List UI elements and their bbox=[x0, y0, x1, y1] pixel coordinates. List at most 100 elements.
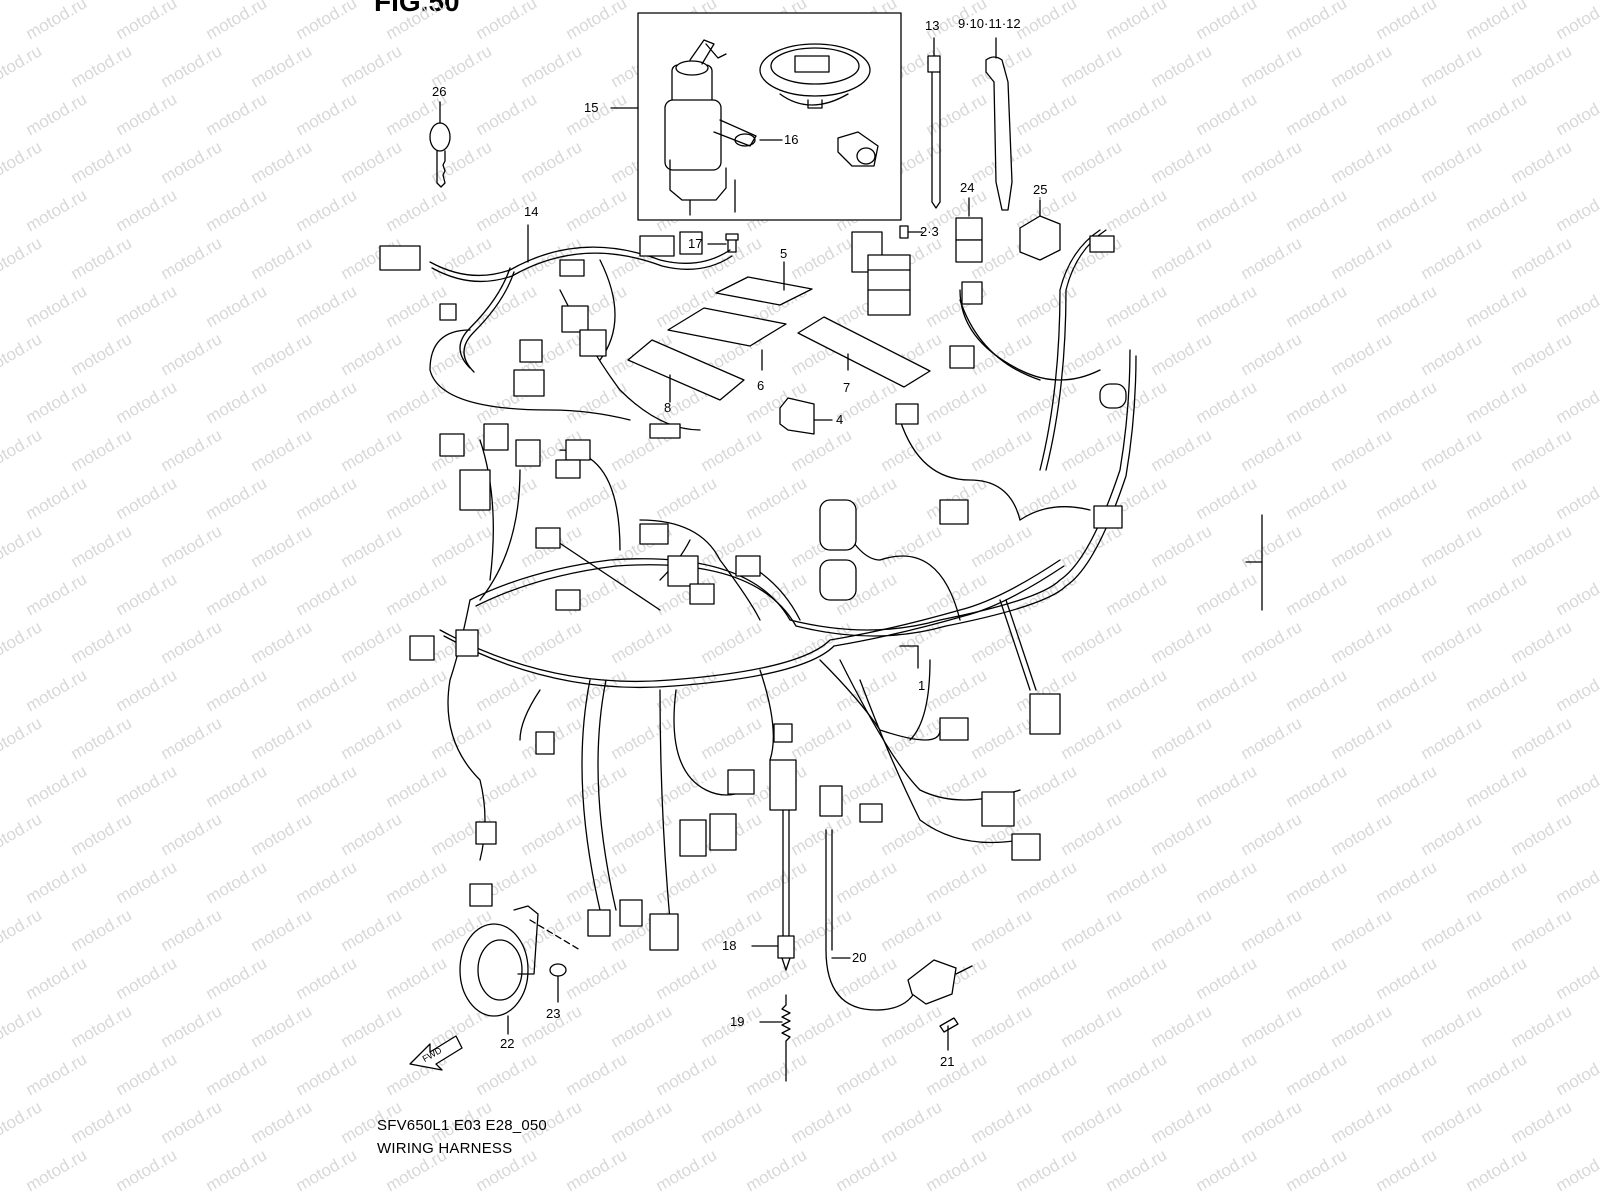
watermark-text: motod.ru bbox=[1103, 953, 1171, 1003]
watermark-text: motod.ru bbox=[203, 761, 271, 811]
watermark-text: motod.ru bbox=[1013, 1049, 1081, 1099]
bolt-23 bbox=[549, 963, 567, 1003]
watermark-text: motod.ru bbox=[1463, 1049, 1531, 1099]
pad-5 bbox=[715, 261, 813, 306]
watermark-text: motod.ru bbox=[608, 1097, 676, 1147]
watermark-text: motod.ru bbox=[1238, 617, 1306, 667]
watermark-text: motod.ru bbox=[1553, 185, 1600, 235]
watermark-text: motod.ru bbox=[1463, 1145, 1531, 1195]
watermark-text: motod.ru bbox=[428, 233, 496, 283]
watermark-text: motod.ru bbox=[113, 1049, 181, 1099]
watermark-text: motod.ru bbox=[1553, 857, 1600, 907]
watermark-text: motod.ru bbox=[158, 521, 226, 571]
watermark-text: motod.ru bbox=[1013, 0, 1081, 43]
watermark-text: motod.ru bbox=[743, 1049, 811, 1099]
watermark-text: motod.ru bbox=[473, 1049, 541, 1099]
watermark-text: motod.ru bbox=[1238, 521, 1306, 571]
watermark-text: motod.ru bbox=[563, 377, 631, 427]
watermark-text: motod.ru bbox=[833, 1145, 901, 1195]
watermark-text: motod.ru bbox=[1193, 569, 1261, 619]
watermark-text: motod.ru bbox=[203, 89, 271, 139]
watermark-text: motod.ru bbox=[23, 953, 91, 1003]
forward-arrow bbox=[409, 1035, 463, 1071]
watermark-text: motod.ru bbox=[1058, 809, 1126, 859]
watermark-text: motod.ru bbox=[68, 617, 136, 667]
watermark-text: motod.ru bbox=[1148, 521, 1216, 571]
watermark-text: motod.ru bbox=[833, 665, 901, 715]
watermark-text: motod.ru bbox=[293, 89, 361, 139]
watermark-text: motod.ru bbox=[0, 617, 45, 667]
watermark-text: motod.ru bbox=[1328, 329, 1396, 379]
watermark-text: motod.ru bbox=[743, 857, 811, 907]
callout-c25: 25 bbox=[1033, 182, 1047, 197]
watermark-text: motod.ru bbox=[1463, 0, 1531, 43]
watermark-text: motod.ru bbox=[1103, 89, 1171, 139]
watermark-text: motod.ru bbox=[203, 1145, 271, 1195]
watermark-text: motod.ru bbox=[23, 665, 91, 715]
watermark-text: motod.ru bbox=[923, 665, 991, 715]
watermark-text: motod.ru bbox=[0, 521, 45, 571]
bolt-21 bbox=[939, 1017, 959, 1051]
watermark-text: motod.ru bbox=[248, 137, 316, 187]
watermark-text: motod.ru bbox=[878, 905, 946, 955]
cable-tie-13 bbox=[927, 37, 941, 209]
watermark-text: motod.ru bbox=[1283, 665, 1351, 715]
watermark-text: motod.ru bbox=[1148, 713, 1216, 763]
watermark-text: motod.ru bbox=[293, 0, 361, 43]
watermark-text: motod.ru bbox=[608, 617, 676, 667]
watermark-text: motod.ru bbox=[1283, 89, 1351, 139]
bracket-4 bbox=[779, 397, 833, 435]
watermark-text: motod.ru bbox=[1148, 233, 1216, 283]
watermark-text: motod.ru bbox=[563, 761, 631, 811]
watermark-text: motod.ru bbox=[473, 89, 541, 139]
model-code: SFV650L1 E03 E28_050 bbox=[377, 1117, 547, 1134]
watermark-text: motod.ru bbox=[0, 1097, 45, 1147]
watermark-text: motod.ru bbox=[518, 137, 586, 187]
watermark-text: motod.ru bbox=[23, 569, 91, 619]
watermark-text: motod.ru bbox=[0, 137, 45, 187]
watermark-text: motod.ru bbox=[698, 233, 766, 283]
horn-mount-dash bbox=[529, 919, 581, 951]
watermark-text: motod.ru bbox=[1508, 425, 1576, 475]
watermark-text: motod.ru bbox=[1238, 41, 1306, 91]
watermark-text: motod.ru bbox=[1148, 905, 1216, 955]
watermark-text: motod.ru bbox=[23, 185, 91, 235]
watermark-text: motod.ru bbox=[1508, 1001, 1576, 1051]
watermark-text: motod.ru bbox=[1058, 1097, 1126, 1147]
watermark-text: motod.ru bbox=[1238, 137, 1306, 187]
callout-c20: 20 bbox=[852, 950, 866, 965]
watermark-text: motod.ru bbox=[293, 1049, 361, 1099]
watermark-text: motod.ru bbox=[248, 233, 316, 283]
watermark-text: motod.ru bbox=[653, 1145, 721, 1195]
watermark-text: motod.ru bbox=[248, 425, 316, 475]
watermark-text: motod.ru bbox=[1148, 425, 1216, 475]
watermark-text: motod.ru bbox=[788, 617, 856, 667]
watermark-text: motod.ru bbox=[158, 41, 226, 91]
watermark-text: motod.ru bbox=[1553, 665, 1600, 715]
callout-c2_3: 2·3 bbox=[920, 224, 939, 239]
watermark-text: motod.ru bbox=[1238, 809, 1306, 859]
watermark-text: motod.ru bbox=[23, 1049, 91, 1099]
watermark-text: motod.ru bbox=[1283, 857, 1351, 907]
seat-lock-cylinder bbox=[837, 131, 879, 167]
watermark-text: motod.ru bbox=[0, 713, 45, 763]
watermark-text: motod.ru bbox=[1373, 857, 1441, 907]
cable-tie-clamp-9-12 bbox=[985, 37, 1013, 211]
watermark-text: motod.ru bbox=[1373, 0, 1441, 43]
watermark-text: motod.ru bbox=[383, 185, 451, 235]
callout-c8: 8 bbox=[664, 400, 671, 415]
watermark-text: motod.ru bbox=[1193, 89, 1261, 139]
watermark-text: motod.ru bbox=[68, 521, 136, 571]
callout-c22: 22 bbox=[500, 1036, 514, 1051]
switch-18 bbox=[751, 809, 795, 971]
watermark-text: motod.ru bbox=[653, 665, 721, 715]
watermark-text: motod.ru bbox=[1328, 137, 1396, 187]
fuse-clip bbox=[899, 225, 923, 239]
watermark-text: motod.ru bbox=[428, 521, 496, 571]
watermark-text: motod.ru bbox=[1463, 761, 1531, 811]
watermark-text: motod.ru bbox=[338, 41, 406, 91]
watermark-text: motod.ru bbox=[563, 473, 631, 523]
watermark-text: motod.ru bbox=[248, 521, 316, 571]
watermark-text: motod.ru bbox=[1013, 953, 1081, 1003]
watermark-text: motod.ru bbox=[1283, 377, 1351, 427]
